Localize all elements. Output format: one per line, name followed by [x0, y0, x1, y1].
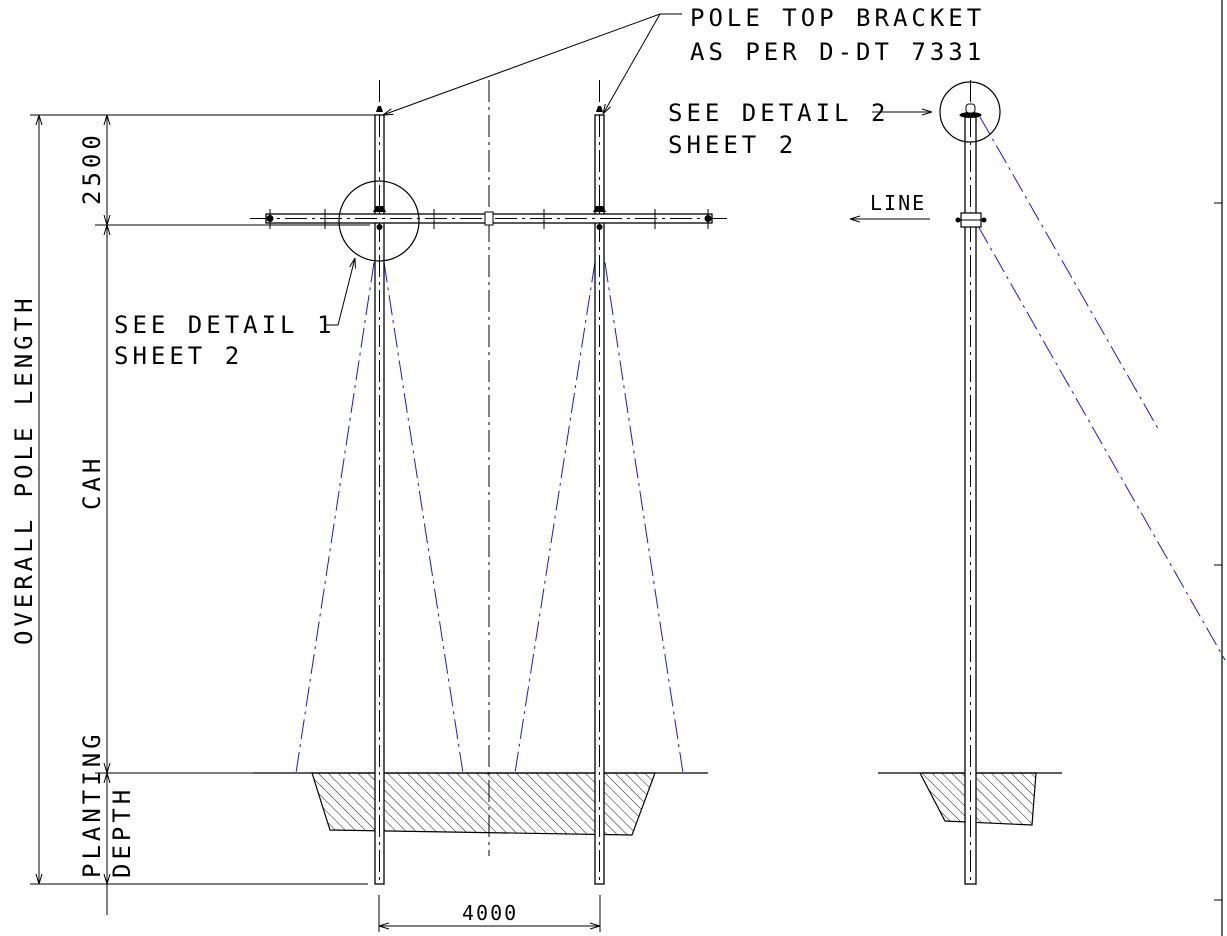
dimension-lines — [30, 114, 375, 915]
front-stay-wires — [295, 229, 684, 774]
cah-label: CAH — [78, 455, 106, 510]
side-pole — [955, 80, 987, 885]
planting-label: PLANTING — [78, 730, 106, 878]
pole-top-bracket-ref: AS PER D-DT 7331 — [690, 38, 985, 66]
see-detail-1-label: SEE DETAIL 1 — [114, 311, 335, 339]
front-ground — [253, 772, 708, 836]
dimension-2500: 2500 — [78, 131, 106, 205]
see-detail-1-sheet: SHEET 2 — [114, 342, 243, 370]
dimension-4000: 4000 — [462, 901, 518, 925]
side-ground — [878, 772, 1062, 826]
front-left-pole — [374, 80, 385, 885]
sheet-border — [1214, 0, 1223, 936]
detail-1-callout — [325, 180, 420, 326]
pole-top-bracket-label: POLE TOP BRACKET — [690, 4, 985, 32]
pole-top-bracket-leader — [383, 13, 682, 115]
pole-spacing-dimension — [378, 895, 601, 932]
cross-arm — [250, 206, 730, 230]
overall-pole-length-label: OVERALL POLE LENGTH — [10, 294, 38, 645]
depth-label: DEPTH — [108, 786, 136, 878]
side-stay-wires — [977, 116, 1226, 661]
see-detail-2-label: SEE DETAIL 2 — [668, 99, 889, 127]
front-right-pole — [594, 80, 605, 885]
detail-2-callout — [872, 81, 1001, 143]
line-direction-label: LINE — [870, 191, 926, 215]
see-detail-2-sheet: SHEET 2 — [668, 131, 797, 159]
